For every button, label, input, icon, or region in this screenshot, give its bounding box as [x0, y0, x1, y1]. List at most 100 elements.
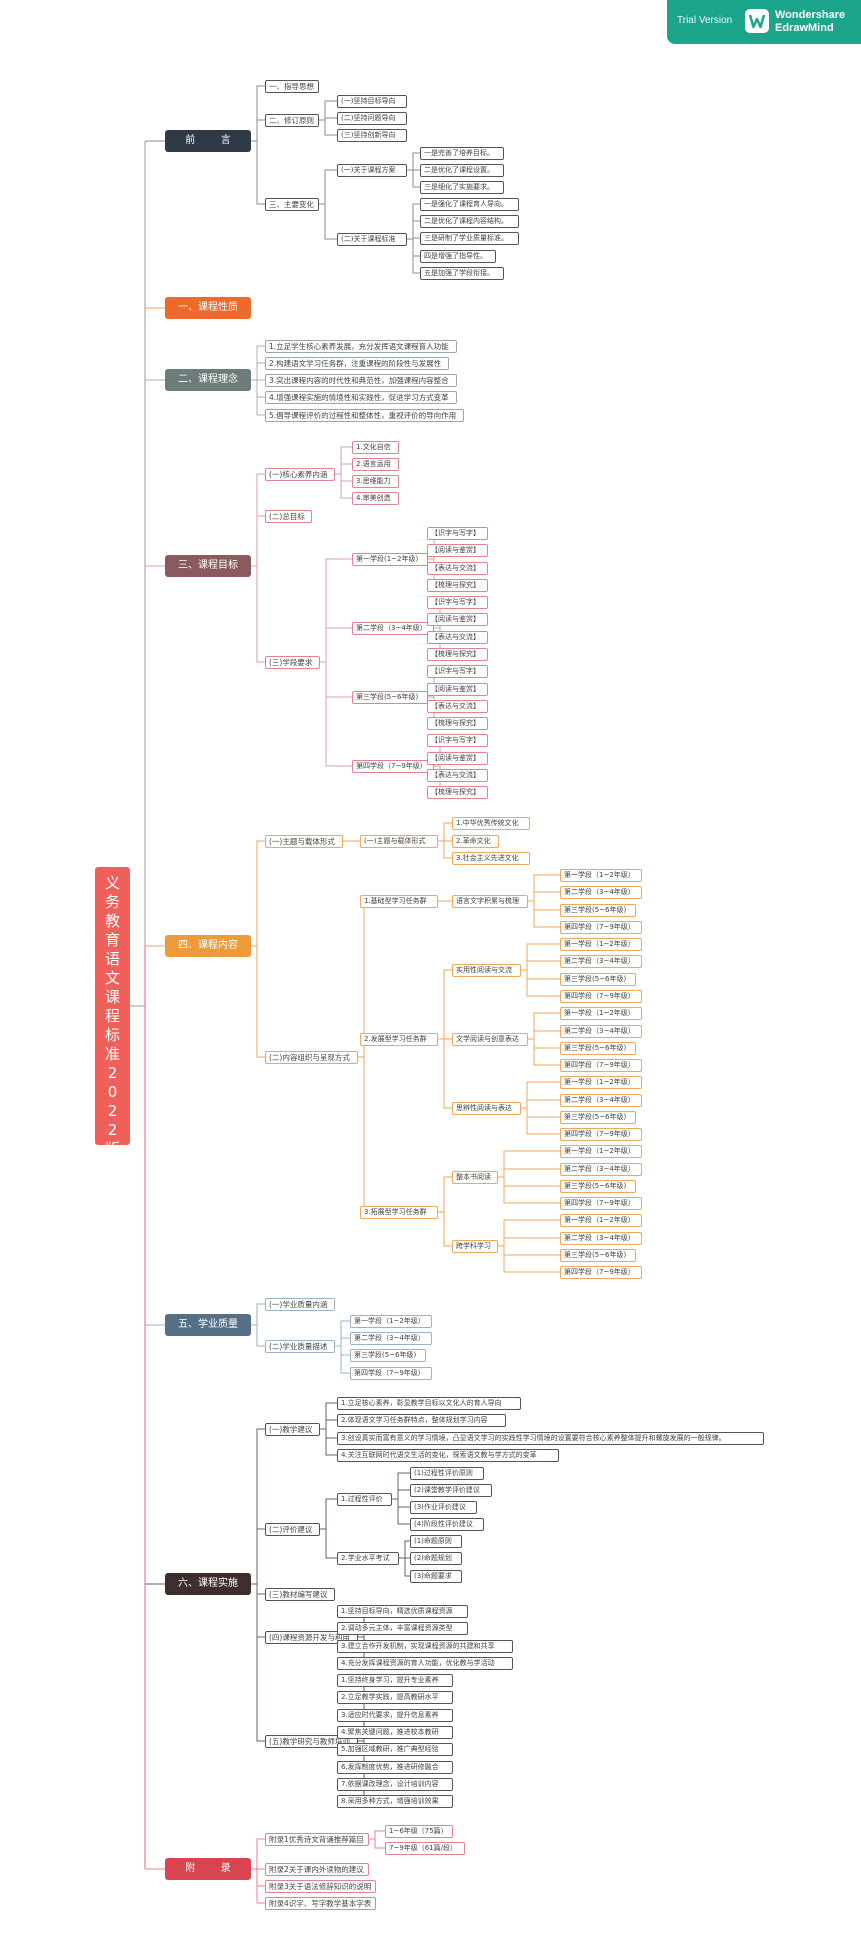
- topic-4-1-1-1[interactable]: 文学阅读与创意表达: [452, 1033, 528, 1046]
- topic-6-1-0-0[interactable]: (1)过程性评价原则: [410, 1467, 484, 1480]
- topic-3-2-1-1[interactable]: 【阅读与鉴赏】: [427, 613, 488, 626]
- topic-6-4-1[interactable]: 2.立足教学实践，提高教研水平: [337, 1691, 453, 1704]
- topic-4-1-2-1-2[interactable]: 第三学段(5~6年级): [560, 1249, 636, 1262]
- topic-3-2-3[interactable]: 第四学段（7~9年级）: [352, 760, 434, 773]
- topic-0-2-0[interactable]: (一)关于课程方案: [337, 164, 407, 177]
- branch-topic-6[interactable]: 五、学业质量: [165, 1314, 251, 1336]
- topic-0-2[interactable]: 三、主要变化: [265, 198, 319, 211]
- topic-2-1[interactable]: 2.构建语文学习任务群，注重课程的阶段性与发展性: [265, 357, 449, 370]
- topic-2-2[interactable]: 3.突出课程内容的时代性和典范性，加强课程内容整合: [265, 374, 457, 387]
- branch-topic-1[interactable]: 前 言: [165, 130, 251, 152]
- topic-0-2-1-1[interactable]: 二是优化了课程内容结构。: [420, 215, 519, 228]
- topic-7-2[interactable]: 附录3关于语法修辞知识的说明: [265, 1880, 376, 1893]
- topic-5-1-0[interactable]: 第一学段（1~2年级）: [350, 1315, 432, 1328]
- topic-6-1-1-2[interactable]: (3)命题要求: [410, 1570, 462, 1583]
- topic-4-1-2-1[interactable]: 跨学科学习: [452, 1240, 498, 1253]
- topic-6-0-3[interactable]: 4.关注互联网时代语文生活的变化，探索语文教与学方式的变革: [337, 1449, 559, 1462]
- topic-6-3[interactable]: (四)课程资源开发与利用: [265, 1631, 358, 1644]
- topic-3-2-2-0[interactable]: 【识字与写字】: [427, 665, 488, 678]
- topic-0-2-1-2[interactable]: 三是研制了学业质量标准。: [420, 232, 519, 245]
- topic-3-0[interactable]: (一)核心素养内涵: [265, 468, 335, 481]
- topic-6-1-0-3[interactable]: (4)阶段性评价建议: [410, 1518, 484, 1531]
- topic-3-2-2-1[interactable]: 【阅读与鉴赏】: [427, 683, 488, 696]
- topic-7-3[interactable]: 附录4识字、写字教学基本字表: [265, 1897, 376, 1910]
- topic-0-1-1[interactable]: (二)坚持问题导向: [337, 112, 407, 125]
- topic-6-3-2[interactable]: 3.建立合作开发机制，实现课程资源的共建和共享: [337, 1640, 513, 1653]
- topic-4-1-2-0-2[interactable]: 第三学段(5~6年级): [560, 1180, 636, 1193]
- topic-4-1-1-2-2[interactable]: 第三学段(5~6年级): [560, 1111, 636, 1124]
- topic-4-1-2-0-0[interactable]: 第一学段（1~2年级）: [560, 1145, 642, 1158]
- topic-0-2-0-2[interactable]: 三是细化了实施要求。: [420, 181, 504, 194]
- topic-4-1-1-1-1[interactable]: 第二学段（3~4年级）: [560, 1025, 642, 1038]
- topic-4-1-0[interactable]: 1.基础型学习任务群: [360, 895, 438, 908]
- topic-6-0-0[interactable]: 1.立足核心素养，彰显教学目标以文化人的育人导向: [337, 1397, 521, 1410]
- topic-7-0-0[interactable]: 1~6年级（75篇）: [385, 1825, 453, 1838]
- topic-4-1-1-0-3[interactable]: 第四学段（7~9年级）: [560, 990, 642, 1003]
- topic-4-1-1-0-1[interactable]: 第二学段（3~4年级）: [560, 955, 642, 968]
- topic-6-1-1[interactable]: 2.学业水平考试: [337, 1552, 399, 1565]
- topic-4-1-1[interactable]: 2.发展型学习任务群: [360, 1033, 438, 1046]
- topic-4-1-1-1-2[interactable]: 第三学段(5~6年级): [560, 1042, 636, 1055]
- topic-2-4[interactable]: 5.倡导课程评价的过程性和整体性，重视评价的导向作用: [265, 409, 464, 422]
- topic-4-1-0-0-3[interactable]: 第四学段（7~9年级）: [560, 921, 642, 934]
- topic-3-2-0-1[interactable]: 【阅读与鉴赏】: [427, 544, 488, 557]
- topic-3-2-1-0[interactable]: 【识字与写字】: [427, 596, 488, 609]
- topic-3-0-2[interactable]: 3.思维能力: [352, 475, 399, 488]
- topic-4-1-1-2-3[interactable]: 第四学段（7~9年级）: [560, 1128, 642, 1141]
- topic-3-2-0-0[interactable]: 【识字与写字】: [427, 527, 488, 540]
- topic-0-2-0-1[interactable]: 二是优化了课程设置。: [420, 164, 504, 177]
- topic-5-1-2[interactable]: 第三学段(5~6年级): [350, 1349, 426, 1362]
- topic-4-1-2-0[interactable]: 整本书阅读: [452, 1171, 498, 1184]
- topic-4-0[interactable]: (一)主题与载体形式: [265, 835, 343, 848]
- branch-topic-4[interactable]: 三、课程目标: [165, 555, 251, 577]
- topic-4-1-2-0-3[interactable]: 第四学段（7~9年级）: [560, 1197, 642, 1210]
- topic-6-0-2[interactable]: 3.创设真实而富有意义的学习情境，凸显语文学习的实践性学习情境的设置要符合核心素…: [337, 1432, 764, 1445]
- topic-0-2-1-3[interactable]: 四是增强了指导性。: [420, 250, 496, 263]
- topic-6-4-2[interactable]: 3.适应时代要求，提升信息素养: [337, 1709, 453, 1722]
- topic-4-1[interactable]: (二)内容组织与呈现方式: [265, 1051, 358, 1064]
- topic-7-1[interactable]: 附录2关于课内外读物的建议: [265, 1863, 369, 1876]
- root-topic[interactable]: 义务教育语文课程标准2022版: [95, 867, 130, 1158]
- topic-4-1-1-2-1[interactable]: 第二学段（3~4年级）: [560, 1094, 642, 1107]
- topic-6-1-0-2[interactable]: (3)作业评价建议: [410, 1501, 477, 1514]
- topic-6-4-0[interactable]: 1.坚持终身学习，提升专业素养: [337, 1674, 453, 1687]
- topic-6-1[interactable]: (二)评价建议: [265, 1523, 320, 1536]
- topic-4-1-1-0-0[interactable]: 第一学段（1~2年级）: [560, 938, 642, 951]
- topic-3-2-2[interactable]: 第三学段(5~6年级): [352, 691, 428, 704]
- topic-6-1-0-1[interactable]: (2)课堂教学评价建议: [410, 1484, 492, 1497]
- topic-4-1-1-2[interactable]: 思辨性阅读与表达: [452, 1102, 521, 1115]
- topic-4-1-1-2-0[interactable]: 第一学段（1~2年级）: [560, 1076, 642, 1089]
- topic-0-2-0-0[interactable]: 一是完善了培养目标。: [420, 147, 504, 160]
- topic-3-2-3-2[interactable]: 【表达与交流】: [427, 769, 488, 782]
- branch-topic-3[interactable]: 二、课程理念: [165, 369, 251, 391]
- topic-4-1-2-0-1[interactable]: 第二学段（3~4年级）: [560, 1163, 642, 1176]
- topic-6-1-1-0[interactable]: (1)命题原则: [410, 1535, 462, 1548]
- topic-0-0[interactable]: 一、指导思想: [265, 80, 319, 93]
- topic-3-2-1-2[interactable]: 【表达与交流】: [427, 631, 488, 644]
- topic-3-2-2-3[interactable]: 【梳理与探究】: [427, 717, 488, 730]
- topic-4-1-0-0-1[interactable]: 第二学段（3~4年级）: [560, 886, 642, 899]
- topic-3-2-0-2[interactable]: 【表达与交流】: [427, 562, 488, 575]
- topic-4-1-2-1-0[interactable]: 第一学段（1~2年级）: [560, 1214, 642, 1227]
- topic-7-0-1[interactable]: 7~9年级（61篇/段）: [385, 1842, 465, 1855]
- topic-3-2-0-3[interactable]: 【梳理与探究】: [427, 579, 488, 592]
- topic-2-3[interactable]: 4.增强课程实施的情境性和实践性，促进学习方式变革: [265, 391, 457, 404]
- topic-5-1-1[interactable]: 第二学段（3~4年级）: [350, 1332, 432, 1345]
- topic-6-3-0[interactable]: 1.坚持目标导向，精选优质课程资源: [337, 1605, 468, 1618]
- topic-4-1-2-1-1[interactable]: 第二学段（3~4年级）: [560, 1232, 642, 1245]
- topic-7-0[interactable]: 附录1优秀诗文背诵推荐篇目: [265, 1833, 369, 1846]
- topic-4-0-0-0[interactable]: 1.中华优秀传统文化: [452, 817, 530, 830]
- topic-4-1-2-1-3[interactable]: 第四学段（7~9年级）: [560, 1266, 642, 1279]
- topic-6-4-6[interactable]: 7.依据课改理念，设计培训内容: [337, 1778, 453, 1791]
- topic-6-3-3[interactable]: 4.充分发挥课程资源的育人功能，优化教与学活动: [337, 1657, 513, 1670]
- topic-3-2-1[interactable]: 第二学段（3~4年级）: [352, 622, 434, 635]
- topic-3-0-3[interactable]: 4.审美创造: [352, 492, 399, 505]
- branch-topic-7[interactable]: 六、课程实施: [165, 1573, 251, 1595]
- topic-0-2-1[interactable]: (二)关于课程标准: [337, 233, 407, 246]
- topic-3-2-2-2[interactable]: 【表达与交流】: [427, 700, 488, 713]
- topic-4-1-1-0-2[interactable]: 第三学段(5~6年级): [560, 973, 636, 986]
- topic-4-1-0-0-2[interactable]: 第三学段(5~6年级): [560, 904, 636, 917]
- topic-3-2-3-3[interactable]: 【梳理与探究】: [427, 786, 488, 799]
- topic-0-1[interactable]: 二、修订原则: [265, 114, 319, 127]
- topic-3-2-3-0[interactable]: 【识字与写字】: [427, 734, 488, 747]
